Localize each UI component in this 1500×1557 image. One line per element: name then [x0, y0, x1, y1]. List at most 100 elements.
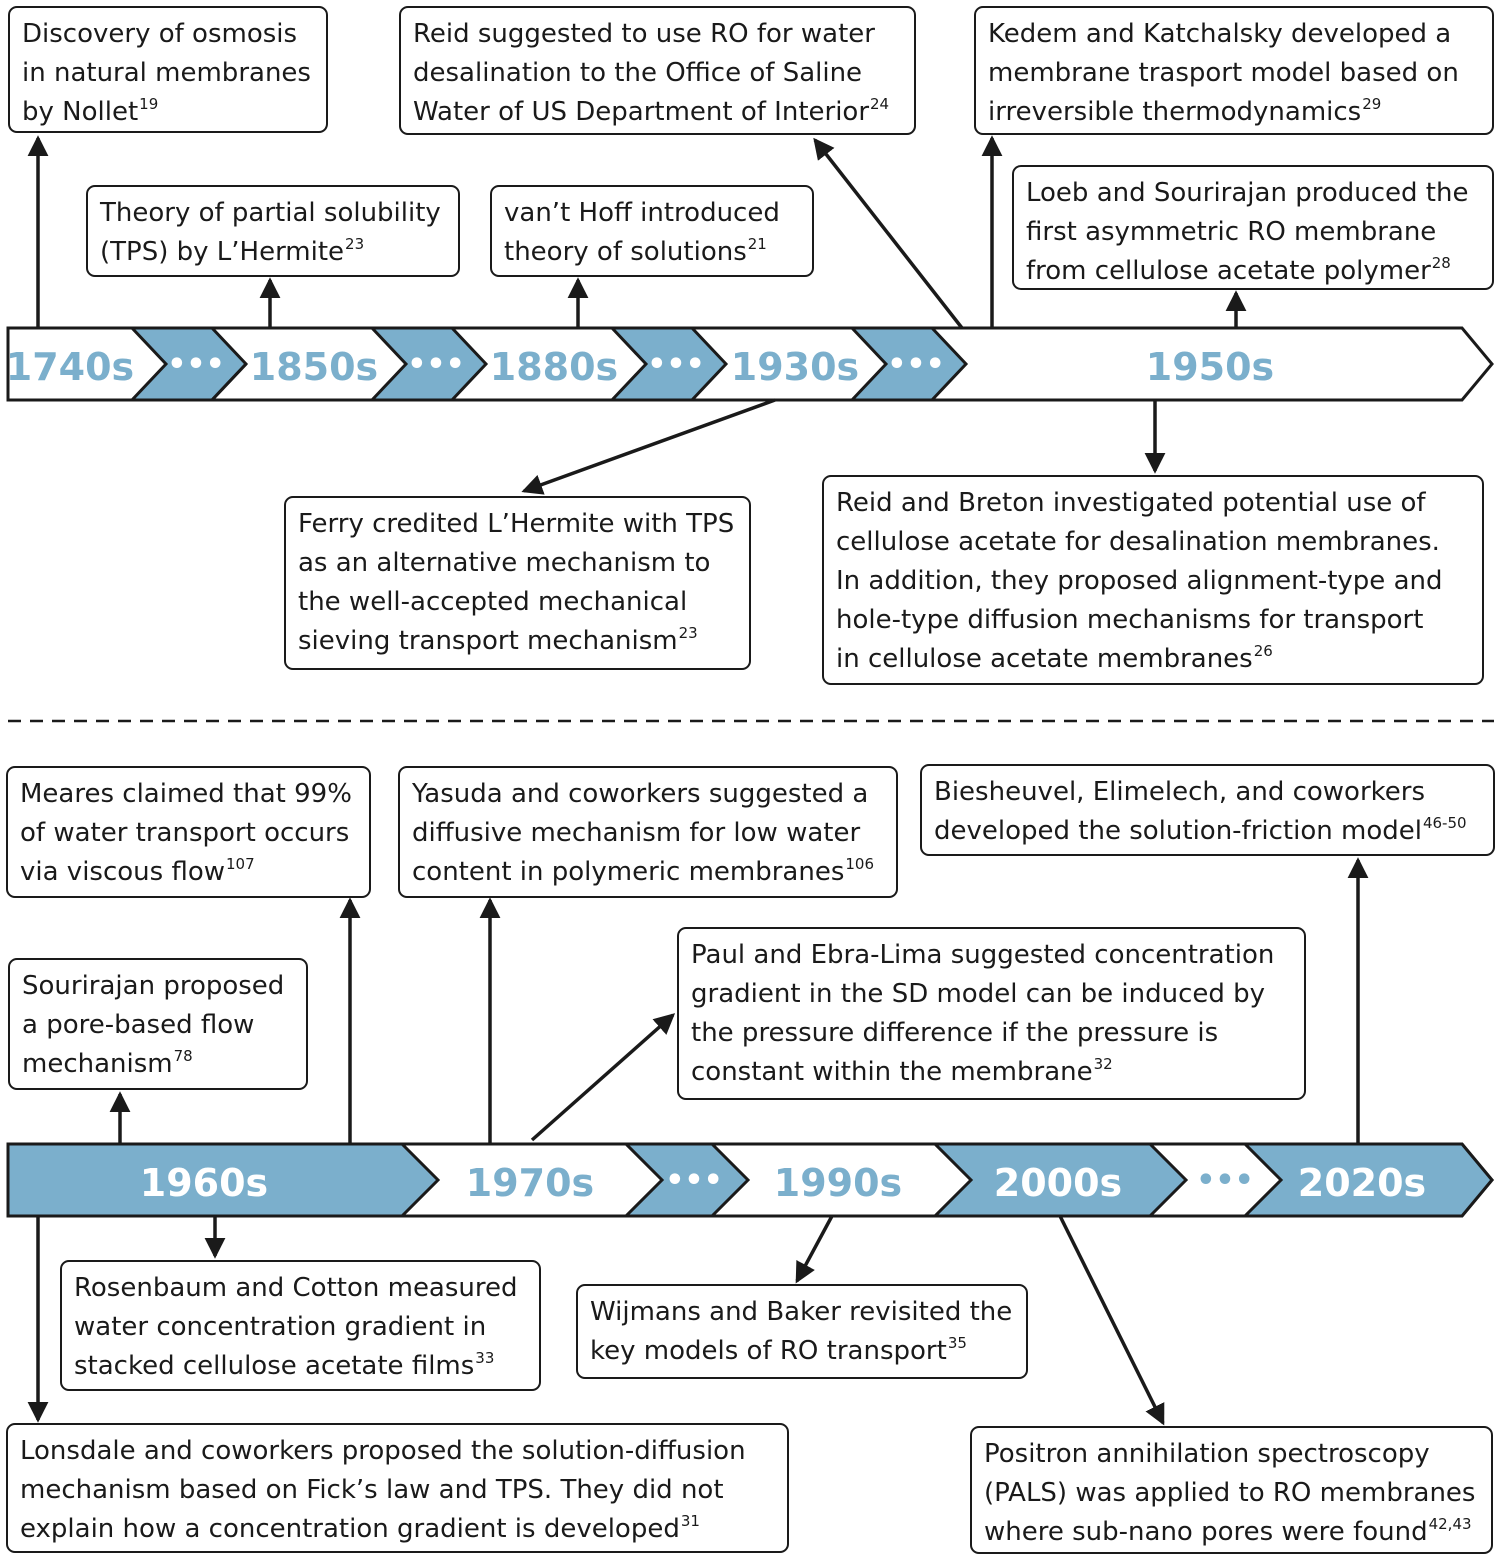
- event-biesheuvel: Biesheuvel, Elimelech, and coworkers dev…: [920, 764, 1495, 856]
- event-loeb-line-2: first asymmetric RO membrane: [1026, 217, 1437, 247]
- event-lonsdale-ref: 31: [680, 1512, 700, 1530]
- event-meares: Meares claimed that 99% of water transpo…: [6, 766, 371, 898]
- event-biesheuvel-line-2: developed the solution-friction model: [934, 816, 1422, 846]
- top-gap-dots-2: •••: [407, 347, 465, 382]
- event-wijmans-line-1: Wijmans and Baker revisited the: [590, 1297, 1013, 1327]
- top-timeline-band: [6, 326, 1494, 402]
- event-pals-line-2: (PALS) was applied to RO membranes: [984, 1478, 1476, 1508]
- bottom-gap-dots-1: •••: [665, 1163, 723, 1198]
- bottom-blue-segment-1960s: [6, 1142, 441, 1218]
- connector-pals: [1058, 1215, 1165, 1426]
- event-yasuda-line-1: Yasuda and coworkers suggested a: [412, 779, 869, 809]
- event-paul-line-2: gradient in the SD model can be induced …: [691, 979, 1266, 1009]
- event-paul-line-1: Paul and Ebra-Lima suggested concentrati…: [691, 940, 1275, 970]
- event-reid-breton-line-2: cellulose acetate for desalination membr…: [836, 527, 1440, 557]
- event-biesheuvel-line-1: Biesheuvel, Elimelech, and coworkers: [934, 777, 1426, 807]
- event-yasuda-line-2: diffusive mechanism for low water: [412, 818, 861, 848]
- event-pals-line-1: Positron annihilation spectroscopy: [984, 1439, 1430, 1469]
- event-ferry-ref: 23: [678, 624, 698, 642]
- event-biesheuvel-ref: 46-50: [1422, 814, 1467, 832]
- bottom-gap-dots-2: •••: [1196, 1163, 1254, 1198]
- connector-ferry: [521, 398, 776, 495]
- event-reid-breton-ref: 26: [1253, 642, 1273, 660]
- event-nollet-line-3: by Nollet: [22, 97, 139, 127]
- event-kedem-line-3: irreversible thermodynamics: [988, 97, 1362, 127]
- event-lonsdale-line-1: Lonsdale and coworkers proposed the solu…: [20, 1436, 746, 1466]
- era-label-1930s: 1930s: [731, 345, 859, 389]
- event-vanthoff-line-2: theory of solutions: [504, 237, 747, 267]
- event-meares-ref: 107: [226, 855, 255, 873]
- event-loeb-line-3: from cellulose acetate polymer: [1026, 256, 1431, 286]
- event-loeb: Loeb and Sourirajan produced the first a…: [1012, 165, 1494, 290]
- event-yasuda-ref: 106: [845, 855, 875, 873]
- bottom-blue-segment-2000s: [931, 1142, 1189, 1218]
- event-sourirajan-line-1: Sourirajan proposed: [22, 971, 285, 1001]
- event-reid-breton-line-3: In addition, they proposed alignment-typ…: [836, 566, 1443, 596]
- bottom-blue-segment-2020s: [1241, 1142, 1494, 1218]
- event-lhermite: Theory of partial solubility (TPS) by L’…: [86, 185, 460, 277]
- era-label-1970s: 1970s: [466, 1161, 594, 1205]
- event-rosenbaum-ref: 33: [475, 1349, 495, 1367]
- event-wijmans-ref: 35: [947, 1334, 967, 1352]
- event-kedem-ref: 29: [1362, 95, 1382, 113]
- top-connectors: [27, 135, 1247, 495]
- event-pals: Positron annihilation spectroscopy (PALS…: [970, 1426, 1493, 1554]
- event-lhermite-line-1: Theory of partial solubility: [100, 198, 441, 228]
- era-label-1880s: 1880s: [490, 345, 618, 389]
- event-wijmans-line-2: key models of RO transport: [590, 1336, 947, 1366]
- event-paul-line-3: the pressure difference if the pressure …: [691, 1018, 1219, 1048]
- event-reid-ro-line-2: desalination to the Office of Saline: [413, 58, 863, 88]
- event-reid-breton-line-5: in cellulose acetate membranes: [836, 644, 1253, 674]
- era-label-2000s: 2000s: [994, 1161, 1122, 1205]
- event-reid-ro-line-1: Reid suggested to use RO for water: [413, 19, 875, 49]
- event-rosenbaum-line-1: Rosenbaum and Cotton measured: [74, 1273, 518, 1303]
- event-pals-ref: 42,43: [1428, 1515, 1472, 1533]
- top-gap-dots-4: •••: [887, 347, 945, 382]
- event-lonsdale-line-2: mechanism based on Fick’s law and TPS. T…: [20, 1475, 724, 1505]
- era-label-1950s: 1950s: [1146, 345, 1274, 389]
- era-label-1960s: 1960s: [140, 1161, 268, 1205]
- event-ferry: Ferry credited L’Hermite with TPS as an …: [284, 496, 751, 670]
- bottom-connectors: [27, 857, 1369, 1426]
- event-reid-breton-line-1: Reid and Breton investigated potential u…: [836, 488, 1426, 518]
- top-gap-chevron-2: [368, 326, 489, 402]
- event-sourirajan-ref: 78: [173, 1047, 193, 1065]
- event-loeb-ref: 28: [1431, 254, 1451, 272]
- event-sourirajan-line-3: mechanism: [22, 1049, 173, 1079]
- event-sourirajan: Sourirajan proposed a pore-based flow me…: [8, 958, 308, 1090]
- event-lhermite-ref: 23: [345, 235, 365, 253]
- event-sourirajan-line-2: a pore-based flow: [22, 1010, 255, 1040]
- top-gap-dots-3: •••: [647, 347, 705, 382]
- event-ferry-line-4: sieving transport mechanism: [298, 626, 678, 656]
- era-label-1990s: 1990s: [774, 1161, 902, 1205]
- event-reid-breton-line-4: hole-type diffusion mechanisms for trans…: [836, 605, 1424, 635]
- event-meares-line-3: via viscous flow: [20, 857, 226, 887]
- event-kedem-line-1: Kedem and Katchalsky developed a: [988, 19, 1452, 49]
- event-paul-line-4: constant within the membrane: [691, 1057, 1093, 1087]
- event-meares-line-1: Meares claimed that 99%: [20, 779, 352, 809]
- event-nollet-ref: 19: [139, 95, 159, 113]
- event-yasuda: Yasuda and coworkers suggested a diffusi…: [398, 766, 898, 898]
- event-yasuda-line-3: content in polymeric membranes: [412, 857, 845, 887]
- event-nollet: Discovery of osmosis in natural membrane…: [8, 6, 328, 133]
- event-reid-ro-line-3: Water of US Department of Interior: [413, 97, 870, 127]
- event-ferry-line-1: Ferry credited L’Hermite with TPS: [298, 509, 735, 539]
- event-kedem-line-2: membrane trasport model based on: [988, 58, 1459, 88]
- event-lhermite-line-2: (TPS) by L’Hermite: [100, 237, 345, 267]
- bottom-timeline: ••• ••• 1960s 1970s 1990s 2000s 2020s: [6, 1142, 1494, 1218]
- event-lonsdale: Lonsdale and coworkers proposed the solu…: [6, 1423, 789, 1553]
- top-gap-dots-1: •••: [167, 347, 225, 382]
- top-gap-chevron-3: [608, 326, 729, 402]
- top-band-segment-1: [210, 362, 248, 402]
- event-nollet-line-1: Discovery of osmosis: [22, 19, 298, 49]
- era-label-2020s: 2020s: [1298, 1161, 1426, 1205]
- era-label-1740s: 1740s: [6, 345, 134, 389]
- event-loeb-line-1: Loeb and Sourirajan produced the: [1026, 178, 1469, 208]
- connector-wijmans: [795, 1215, 834, 1284]
- event-meares-line-2: of water transport occurs: [20, 818, 350, 848]
- connector-paul: [530, 1013, 676, 1142]
- era-label-1850s: 1850s: [250, 345, 378, 389]
- bottom-gap-chevron-1: [622, 1142, 751, 1218]
